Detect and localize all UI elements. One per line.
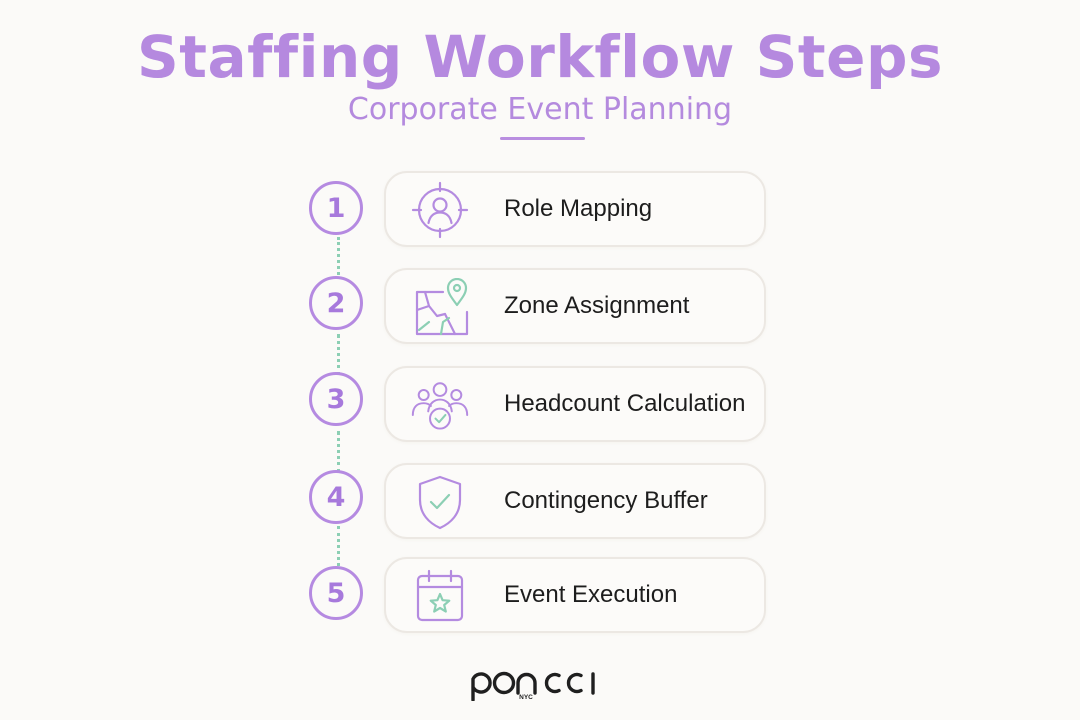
step-number-5: 5 xyxy=(309,566,363,620)
step-connector xyxy=(337,526,340,566)
page-subtitle: Corporate Event Planning xyxy=(347,92,733,127)
shield-check-icon xyxy=(411,473,469,531)
step-label: Event Execution xyxy=(504,581,678,608)
step-label: Headcount Calculation xyxy=(504,390,746,417)
team-check-icon xyxy=(411,376,469,434)
brand-logo: NYC xyxy=(469,667,615,701)
step-number-2: 2 xyxy=(309,276,363,330)
map-pin-icon xyxy=(411,278,469,336)
step-card-event-execution: Event Execution xyxy=(384,557,766,633)
step-connector xyxy=(337,237,340,280)
step-label: Zone Assignment xyxy=(504,292,690,319)
page-title: Staffing Workflow Steps xyxy=(136,23,944,91)
step-card-contingency-buffer: Contingency Buffer xyxy=(384,463,766,539)
step-label: Role Mapping xyxy=(504,195,653,222)
title-divider xyxy=(500,137,585,140)
step-number-3: 3 xyxy=(309,372,363,426)
step-card-role-mapping: Role Mapping xyxy=(384,171,766,247)
step-connector xyxy=(337,334,340,376)
step-number-1: 1 xyxy=(309,181,363,235)
svg-text:NYC: NYC xyxy=(519,694,533,701)
step-connector xyxy=(337,431,340,473)
calendar-star-icon xyxy=(411,567,469,625)
target-person-icon xyxy=(411,181,469,239)
step-card-headcount-calculation: Headcount Calculation xyxy=(384,366,766,442)
step-number-4: 4 xyxy=(309,470,363,524)
step-card-zone-assignment: Zone Assignment xyxy=(384,268,766,344)
step-label: Contingency Buffer xyxy=(504,487,708,514)
